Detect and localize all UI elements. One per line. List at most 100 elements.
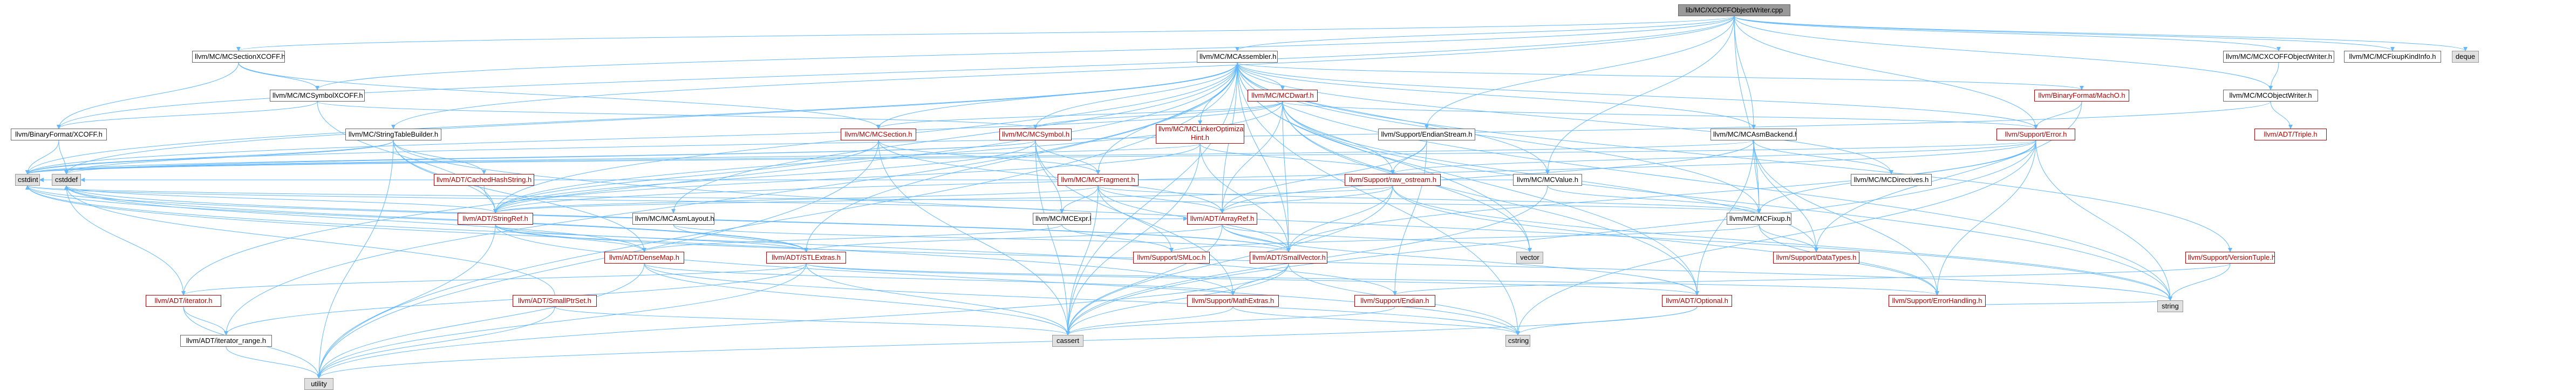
dependency-edge xyxy=(1935,140,2036,295)
graph-node[interactable]: cstring xyxy=(1505,335,1530,347)
graph-node[interactable]: llvm/BinaryFormat/MachO.h xyxy=(2034,90,2129,102)
dependency-edge xyxy=(1695,140,1754,295)
dependency-edge xyxy=(1237,62,1285,90)
dependency-edge xyxy=(1066,263,1289,335)
dependency-edge xyxy=(2268,62,2279,90)
dependency-edge xyxy=(493,140,2036,213)
graph-node[interactable]: llvm/MC/MCValue.h xyxy=(1513,174,1582,186)
dependency-edge xyxy=(64,185,645,252)
graph-node[interactable]: string xyxy=(2157,300,2183,312)
graph-node[interactable]: llvm/MC/MCObjectWriter.h xyxy=(2223,90,2318,102)
graph-node[interactable]: llvm/ADT/SmallPtrSet.h xyxy=(513,295,597,307)
graph-node[interactable]: vector xyxy=(1516,252,1543,264)
dependency-edge xyxy=(391,16,1735,129)
dependency-edge xyxy=(493,185,1393,213)
dependency-edge xyxy=(495,224,1520,335)
graph-node[interactable]: llvm/ADT/iterator.h xyxy=(146,295,221,307)
dependency-edge xyxy=(1282,101,2038,129)
dependency-edge xyxy=(1169,224,1760,252)
graph-node[interactable]: llvm/MC/MCXCOFFObjectWriter.h xyxy=(2223,51,2334,63)
dependency-edge xyxy=(317,306,555,379)
dependency-edge xyxy=(1220,101,1283,213)
graph-node[interactable]: llvm/Support/VersionTuple.h xyxy=(2185,252,2275,264)
graph-node[interactable]: llvm/MC/MCSectionXCOFF.h xyxy=(192,51,285,63)
graph-node[interactable]: llvm/ADT/ArrayRef.h xyxy=(1187,213,1257,225)
graph-node[interactable]: llvm/MC/StringTableBuilder.h xyxy=(345,129,441,140)
dependency-edge xyxy=(1392,185,2172,301)
graph-node[interactable]: llvm/ADT/Optional.h xyxy=(1662,295,1732,307)
dependency-edge xyxy=(1237,62,2038,129)
dependency-edge xyxy=(1516,140,2036,335)
dependency-edge xyxy=(2034,101,2082,129)
graph-node[interactable]: utility xyxy=(304,378,333,390)
graph-node[interactable]: llvm/Support/EndianStream.h xyxy=(1378,129,1475,140)
dependency-edge xyxy=(806,263,1699,295)
dependency-edge xyxy=(25,101,2271,174)
dependency-edge xyxy=(236,16,1735,51)
graph-node[interactable]: llvm/ADT/SmallVector.h xyxy=(1250,252,1327,264)
graph-node[interactable]: llvm/Support/Error.h xyxy=(1996,129,2075,140)
dependency-edge xyxy=(317,101,498,213)
graph-node[interactable]: llvm/MC/MCAsmBackend.h xyxy=(1710,129,1797,140)
graph-node[interactable]: llvm/Support/raw_ostream.h xyxy=(1345,174,1441,186)
graph-node[interactable]: llvm/MC/MCDwarf.h xyxy=(1248,90,1318,102)
dependency-edge xyxy=(1237,62,1291,252)
graph-node[interactable]: llvm/MC/MCExpr.h xyxy=(1033,213,1091,225)
dependency-edge xyxy=(1391,140,2036,174)
graph-node[interactable]: llvm/ADT/STLExtras.h xyxy=(766,252,846,264)
graph-node[interactable]: llvm/MC/MCSymbol.h xyxy=(999,129,1072,140)
graph-node[interactable]: llvm/ADT/StringRef.h xyxy=(458,213,533,225)
graph-node[interactable]: llvm/MC/MCAssembler.h xyxy=(1197,51,1278,63)
dependency-edge xyxy=(64,185,184,295)
dependency-edge xyxy=(1060,185,1099,213)
dependency-edge xyxy=(1033,101,1283,129)
graph-node[interactable]: llvm/Support/DataTypes.h xyxy=(1773,252,1859,264)
dependency-edge xyxy=(1393,140,1427,295)
graph-node-label: llvm/MC/MCLinkerOptimization xyxy=(1158,125,1244,133)
dependency-edge xyxy=(1282,101,1291,252)
dependency-edge xyxy=(1286,140,2036,252)
graph-node[interactable]: deque xyxy=(2452,51,2479,63)
graph-node[interactable]: llvm/MC/MCSection.h xyxy=(841,129,916,140)
dependency-edge xyxy=(804,224,1223,252)
dependency-edge xyxy=(25,185,1760,213)
dependency-edge xyxy=(1237,62,1550,174)
graph-node[interactable]: llvm/MC/MCFixupKindInfo.h xyxy=(2344,51,2441,63)
dependency-edge xyxy=(1033,62,1238,129)
graph-node-label: Hint.h xyxy=(1191,133,1209,142)
graph-node[interactable]: cstdint xyxy=(15,174,40,186)
dependency-edge xyxy=(493,185,1099,213)
graph-node[interactable]: llvm/BinaryFormat/XCOFF.h xyxy=(11,129,107,140)
graph-node[interactable]: llvm/ADT/Triple.h xyxy=(2254,129,2327,140)
dependency-edge xyxy=(671,62,1238,213)
graph-node[interactable]: llvm/Support/SMLoc.h xyxy=(1133,252,1210,264)
dependency-edge xyxy=(1282,101,2172,301)
dependency-edge xyxy=(644,263,1520,335)
dependency-edge xyxy=(1753,140,1939,295)
dependency-edge xyxy=(1066,306,1234,335)
graph-node[interactable]: llvm/MC/MCSymbolXCOFF.h xyxy=(270,90,365,102)
dependency-edge xyxy=(57,16,1735,129)
dependency-edge xyxy=(1035,140,1100,174)
dependency-edge xyxy=(1066,306,1395,335)
graph-node[interactable]: llvm/MC/MCFragment.h xyxy=(1058,174,1139,186)
graph-node[interactable]: llvm/MC/MCAsmLayout.h xyxy=(632,213,714,225)
graph-node[interactable]: llvm/ADT/DenseMap.h xyxy=(604,252,684,264)
dependency-edge xyxy=(1547,185,1761,213)
dependency-edge xyxy=(1035,140,1070,335)
graph-node[interactable]: llvm/Support/MathExtras.h xyxy=(1187,295,1279,307)
graph-node[interactable]: llvm/MC/MCFixup.h xyxy=(1727,213,1791,225)
dependency-edge xyxy=(1286,185,1393,252)
dependency-edge xyxy=(226,346,321,379)
dependency-edge xyxy=(483,185,498,213)
graph-node[interactable]: cassert xyxy=(1052,335,1083,347)
graph-node[interactable]: cstddef xyxy=(52,174,81,186)
graph-node[interactable]: llvm/MC/MCLinkerOptimizationHint.h xyxy=(1156,124,1244,144)
graph-node[interactable]: llvm/Support/ErrorHandling.h xyxy=(1889,295,1986,307)
dependency-edge xyxy=(1516,306,1698,335)
graph-node[interactable]: llvm/Support/Endian.h xyxy=(1354,295,1435,307)
dependency-edge xyxy=(1066,62,1238,335)
graph-node[interactable]: llvm/ADT/iterator_range.h xyxy=(180,335,272,347)
graph-node[interactable]: llvm/MC/MCDirectives.h xyxy=(1851,174,1932,186)
graph-node[interactable]: llvm/ADT/CachedHashString.h xyxy=(434,174,534,186)
